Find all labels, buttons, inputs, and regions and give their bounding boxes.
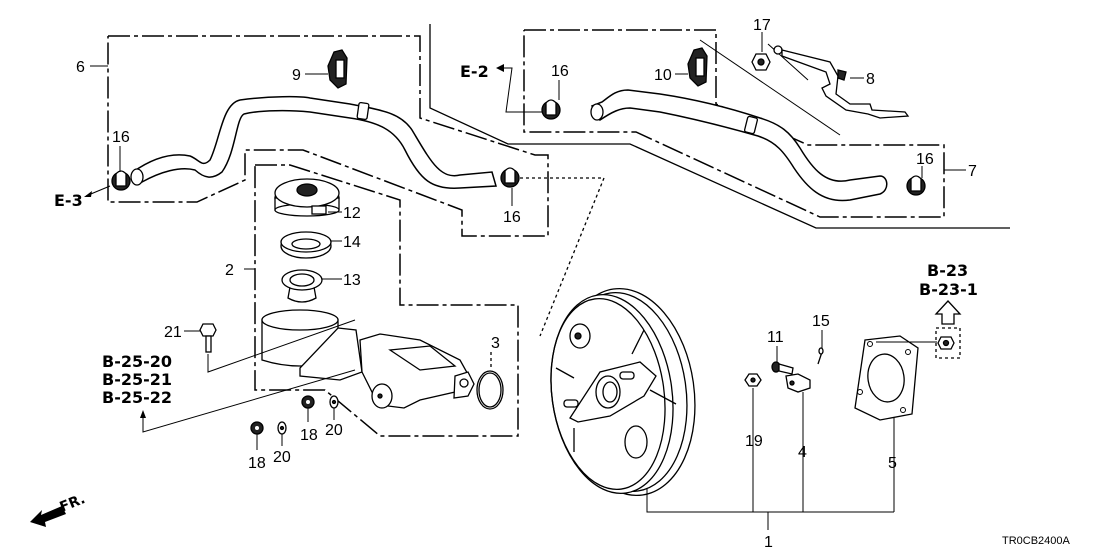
callout-18-lower[interactable]: 18 (248, 455, 266, 472)
callout-10[interactable]: 10 (654, 67, 672, 84)
washer-20-upper[interactable] (329, 395, 339, 409)
callout-6[interactable]: 6 (76, 59, 85, 76)
ref-b25-21[interactable]: B-25-21 (102, 370, 172, 389)
o-ring-3[interactable] (476, 370, 504, 410)
reference-labels: E-3 E-2 B-23 B-23-1 B-25-20 B-25-21 B-25… (54, 62, 978, 407)
brake-booster-1[interactable] (539, 280, 708, 504)
callout-12[interactable]: 12 (343, 205, 361, 222)
vacuum-hose-left[interactable] (130, 95, 497, 189)
ref-b25-22[interactable]: B-25-22 (102, 388, 172, 407)
clip-15[interactable] (817, 347, 824, 365)
callout-19[interactable]: 19 (745, 433, 763, 450)
hose-assembly-7-group (429, 24, 1010, 229)
master-cylinder-group (244, 164, 519, 437)
callout-13[interactable]: 13 (343, 272, 361, 289)
clevis-4[interactable] (785, 373, 811, 393)
vacuum-hose-right[interactable] (590, 89, 888, 202)
hose-clamp-16-left[interactable] (111, 170, 131, 191)
booster-mount-nut[interactable] (935, 327, 961, 359)
bolt-11[interactable] (771, 361, 794, 375)
washer-20-lower[interactable] (277, 421, 287, 435)
callout-9[interactable]: 9 (292, 67, 301, 84)
callout-7[interactable]: 7 (968, 163, 977, 180)
callout-16-left[interactable]: 16 (112, 129, 130, 146)
hose-clamp-16-middle[interactable] (500, 167, 520, 188)
bracket-8[interactable] (773, 45, 910, 119)
front-direction-arrow-icon (30, 506, 66, 527)
callout-21[interactable]: 21 (164, 324, 182, 341)
callout-2[interactable]: 2 (225, 262, 234, 279)
ref-b25-20[interactable]: B-25-20 (102, 352, 172, 371)
ref-e2[interactable]: E-2 (460, 62, 489, 81)
bolt-21[interactable] (199, 323, 217, 353)
callout-1[interactable]: 1 (764, 534, 773, 551)
callout-16-upper[interactable]: 16 (551, 63, 569, 80)
callout-11[interactable]: 11 (767, 329, 784, 346)
front-label: FR. (58, 491, 88, 516)
reservoir-seal-14[interactable] (280, 231, 332, 259)
callout-18-upper[interactable]: 18 (300, 427, 318, 444)
ref-e3[interactable]: E-3 (54, 191, 83, 210)
nut-18-upper[interactable] (301, 395, 315, 409)
nut-17[interactable] (751, 53, 771, 71)
hose-clamp-10[interactable] (687, 47, 708, 87)
reservoir-strainer-13[interactable] (281, 269, 323, 303)
callout-17[interactable]: 17 (753, 17, 771, 34)
nut-19[interactable] (744, 373, 762, 387)
hose-clamp-16-upper[interactable] (541, 99, 561, 120)
callout-20-upper[interactable]: 20 (325, 422, 343, 439)
ref-b23[interactable]: B-23 (927, 261, 968, 280)
callout-14[interactable]: 14 (343, 234, 361, 251)
ref-b23-1[interactable]: B-23-1 (919, 280, 978, 299)
callout-3[interactable]: 3 (491, 335, 500, 352)
callout-4[interactable]: 4 (798, 444, 807, 461)
callout-5[interactable]: 5 (888, 455, 897, 472)
callout-20-lower[interactable]: 20 (273, 449, 291, 466)
up-arrow-icon (934, 300, 962, 325)
callout-15[interactable]: 15 (812, 313, 830, 330)
callout-8[interactable]: 8 (866, 71, 875, 88)
hose-assembly-6-group (90, 35, 549, 237)
gasket-5[interactable] (854, 335, 919, 421)
reservoir-cap-12[interactable] (274, 178, 340, 217)
callout-16-right[interactable]: 16 (916, 151, 934, 168)
master-cylinder-body[interactable] (261, 309, 475, 409)
nut-18-lower[interactable] (250, 421, 264, 435)
callout-16-middle[interactable]: 16 (503, 209, 521, 226)
hose-clamp-16-right[interactable] (906, 175, 926, 196)
callout-labels: 1 2 3 4 5 6 7 8 9 10 11 12 13 14 15 16 1… (76, 17, 977, 551)
diagram-code: TR0CB2400A (1002, 535, 1071, 547)
hose-clamp-9[interactable] (327, 49, 348, 89)
